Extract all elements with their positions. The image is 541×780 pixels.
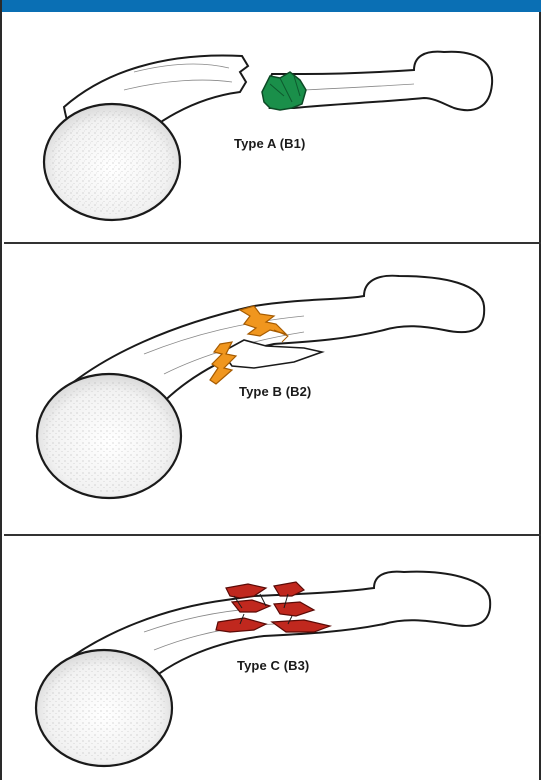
panel-type-b: Type B (B2) xyxy=(4,244,541,534)
header-bar xyxy=(2,0,541,12)
type-c-label: Type C (B3) xyxy=(237,658,309,673)
bone-illustration-type-a xyxy=(4,12,541,242)
type-a-label: Type A (B1) xyxy=(234,136,305,151)
panel-type-a: Type A (B1) xyxy=(4,12,541,242)
type-b-label: Type B (B2) xyxy=(239,384,311,399)
panel-type-c: Type C (B3) xyxy=(4,536,541,780)
